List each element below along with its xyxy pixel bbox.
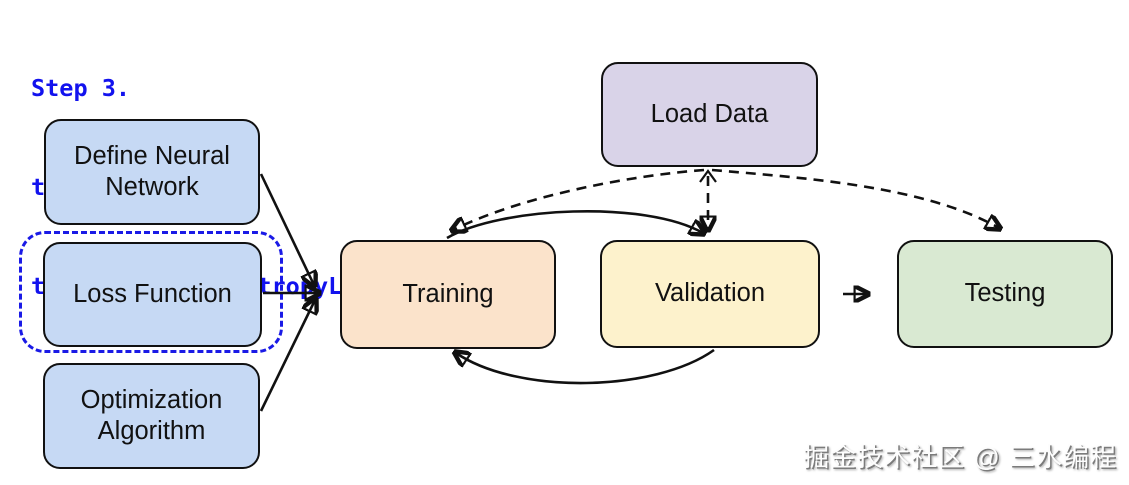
edge-validation-to-load-data-arrowhead xyxy=(699,169,717,183)
node-loss-function: Loss Function xyxy=(43,242,262,347)
edge-load-data-to-testing-dashed xyxy=(711,168,999,228)
code-note-line-1: Step 3. xyxy=(31,74,131,102)
node-optimization-algorithm: Optimization Algorithm xyxy=(43,363,260,469)
node-testing-label: Testing xyxy=(964,279,1046,308)
edge-load-data-to-training-dashed xyxy=(453,168,705,230)
node-validation: Validation xyxy=(600,240,820,348)
node-validation-label: Validation xyxy=(654,279,766,308)
node-optimization-algorithm-label: Optimization Algorithm xyxy=(80,385,223,445)
node-training: Training xyxy=(340,240,556,349)
watermark-text: 掘金技术社区 @ 三水编程 xyxy=(803,442,1117,472)
node-load-data-label: Load Data xyxy=(650,99,769,128)
node-loss-function-label: Loss Function xyxy=(73,279,232,308)
node-testing: Testing xyxy=(897,240,1113,348)
node-define-neural-network-label: Define Neural Network xyxy=(74,141,230,201)
edge-training-to-validation-arc xyxy=(446,210,703,240)
node-training-label: Training xyxy=(402,279,494,308)
node-load-data: Load Data xyxy=(601,62,818,167)
node-define-neural-network: Define Neural Network xyxy=(44,119,260,225)
edge-validation-to-training-arc xyxy=(456,350,715,385)
